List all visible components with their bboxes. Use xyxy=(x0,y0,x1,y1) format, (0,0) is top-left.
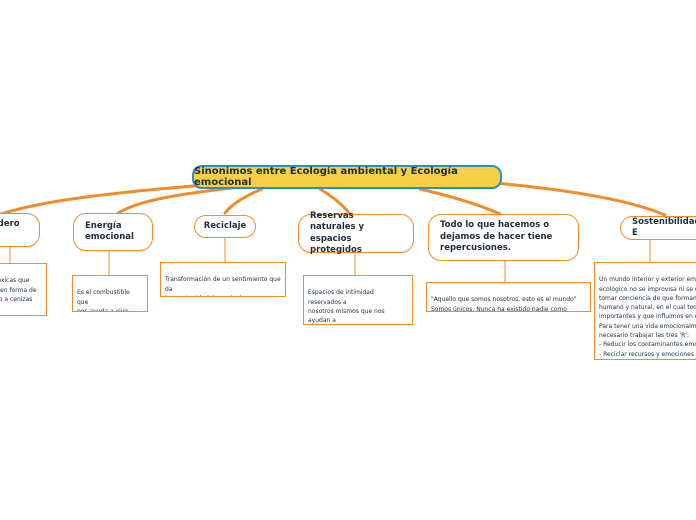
note-energia-emocional[interactable]: Es el combustible que nos ayuda a vivir … xyxy=(72,275,148,312)
note-text: Es el combustible que nos ayuda a vivir … xyxy=(77,289,130,312)
topic-label: Todo lo que hacemos o dejamos de hacer t… xyxy=(440,220,553,254)
edge-topic-6 xyxy=(493,181,667,217)
note-sostenibilidad[interactable]: Un mundo interior y exterior emoc ecológ… xyxy=(594,262,696,360)
topic-todo-lo-que-hacemos[interactable]: Todo lo que hacemos o dejamos de hacer t… xyxy=(428,214,579,261)
topic-energia-emocional[interactable]: Energía emocional xyxy=(73,213,153,251)
note-topic-1[interactable]: tóxicas que s en forma de do a cenizas xyxy=(0,263,47,316)
topic-reciclaje[interactable]: Reciclaje xyxy=(194,215,256,238)
edge-topic-2 xyxy=(116,186,234,215)
note-reservas-naturales[interactable]: Espacios de intimidad reservados a nosot… xyxy=(303,275,413,325)
note-text: tóxicas que s en forma de do a cenizas xyxy=(0,277,37,303)
note-text: Espacios de intimidad reservados a nosot… xyxy=(308,289,385,325)
note-text: Un mundo interior y exterior emoc ecológ… xyxy=(599,276,696,358)
topic-reservas-naturales[interactable]: Reservas naturales y espacios protegidos xyxy=(298,211,414,255)
edge-topic-3 xyxy=(223,187,264,215)
topic-label: Energía emocional xyxy=(85,220,134,242)
topic-label: Reciclaje xyxy=(203,220,247,231)
edge-topic-1 xyxy=(0,183,207,216)
edge-topic-4 xyxy=(318,187,352,216)
central-topic[interactable]: Sinonimos entre Ecología ambiental y Eco… xyxy=(192,165,502,189)
topic-sostenibilidad[interactable]: Sostenibilidad E xyxy=(620,216,696,240)
note-text: Transformación de un sentimiento que da … xyxy=(165,276,281,296)
topic-label: Sostenibilidad E xyxy=(632,216,696,238)
topic-label: Reservas naturales y espacios protegidos xyxy=(310,210,365,255)
note-reciclaje[interactable]: Transformación de un sentimiento que da … xyxy=(160,262,286,297)
edge-topic-5 xyxy=(418,187,502,216)
topic-node-1[interactable]: adero y xyxy=(0,213,40,247)
central-topic-label: Sinonimos entre Ecología ambiental y Eco… xyxy=(194,166,458,188)
note-text: "Aquello que somos nosotros, esto es el … xyxy=(431,296,577,312)
topic-label: adero y xyxy=(0,218,20,229)
note-todo-lo-que-hacemos[interactable]: "Aquello que somos nosotros, esto es el … xyxy=(426,282,591,312)
